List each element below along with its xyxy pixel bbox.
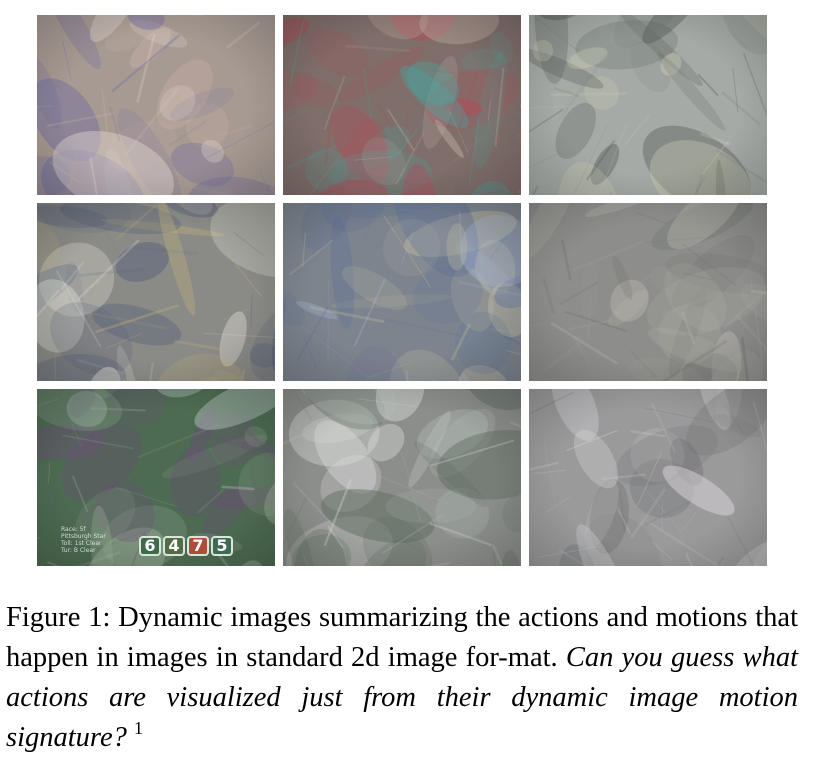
dynamic-image-8 [283,389,521,566]
dynamic-image-texture [283,203,521,381]
dynamic-image-2 [283,15,521,195]
dynamic-image-texture [283,15,521,195]
scoreboard-number: 4 [163,536,185,556]
scoreboard-line: Race: 5f [61,526,86,533]
dynamic-image-texture [529,203,767,381]
figure-caption: Figure 1: Dynamic images summarizing the… [6,598,798,760]
scoreboard-line: Tur: B Clear [61,547,96,554]
dynamic-image-5 [283,203,521,381]
footnote-marker: 1 [134,718,143,738]
figure-caption-question: Can you guess what actions are visualize… [6,642,799,753]
figure-caption-text: Dynamic images summarizing the actions a… [6,602,799,673]
dynamic-image-7: Race: 5f Pittsburgh Star Toll: 1st Clear… [37,389,275,566]
dynamic-image-texture [529,15,767,195]
figure-image-grid: Race: 5f Pittsburgh Star Toll: 1st Clear… [37,15,767,566]
dynamic-image-texture [283,389,521,566]
dynamic-image-6 [529,203,767,381]
scoreboard-number: 7 [187,536,209,556]
figure-label: Figure 1: [6,602,111,633]
scoreboard-number: 6 [139,536,161,556]
dynamic-image-texture [529,389,767,566]
dynamic-image-9 [529,389,767,566]
scoreboard-line: Pittsburgh Star [61,533,106,540]
dynamic-image-texture [37,203,275,381]
dynamic-image-texture [37,15,275,195]
dynamic-image-texture [37,389,275,566]
scoreboard-text: Race: 5f Pittsburgh Star Toll: 1st Clear… [61,526,106,554]
dynamic-image-4 [37,203,275,381]
scoreboard-number: 5 [211,536,233,556]
dynamic-image-1 [37,15,275,195]
scoreboard-line: Toll: 1st Clear [61,540,102,547]
dynamic-image-3 [529,15,767,195]
